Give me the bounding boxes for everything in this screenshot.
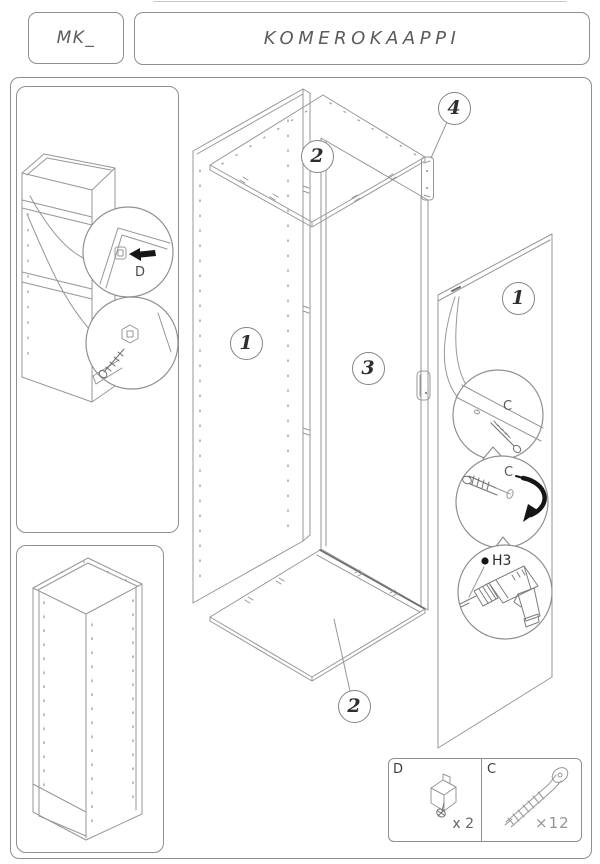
label-pilot-screw: C bbox=[503, 399, 513, 414]
legend-qty-cover-cap: x 2 bbox=[452, 816, 474, 832]
legend-code-cover-cap: D bbox=[393, 762, 404, 777]
page-title: KOMEROKAAPPI bbox=[263, 28, 461, 49]
header-title-box: KOMEROKAAPPI bbox=[134, 12, 590, 65]
hardware-legend bbox=[388, 758, 582, 842]
header-model-box: MK_ bbox=[28, 12, 124, 64]
legend-code-screw: C bbox=[487, 762, 497, 777]
model-code: MK_ bbox=[56, 28, 96, 48]
callout-left-side-panel: 1 bbox=[229, 326, 263, 360]
callout-bottom-panel: 2 bbox=[337, 689, 371, 723]
fastener-detail-inset-box bbox=[16, 86, 179, 533]
legend-qty-screw: ×12 bbox=[535, 814, 570, 832]
page-crop-line bbox=[153, 1, 567, 2]
legend-cell-cover-cap bbox=[389, 759, 482, 841]
label-drill-bit: H3 bbox=[492, 553, 512, 569]
main-illustration-frame bbox=[10, 77, 592, 859]
callout-door-panel: 1 bbox=[501, 281, 535, 315]
callout-top-panel: 2 bbox=[300, 139, 334, 173]
label-turn-screw: C bbox=[504, 465, 514, 480]
callout-right-side-panel: 3 bbox=[351, 351, 385, 385]
callout-wall-bracket: 4 bbox=[437, 91, 471, 125]
label-cover-cap: D bbox=[135, 265, 146, 280]
assembled-cabinet-inset-box bbox=[16, 545, 164, 853]
